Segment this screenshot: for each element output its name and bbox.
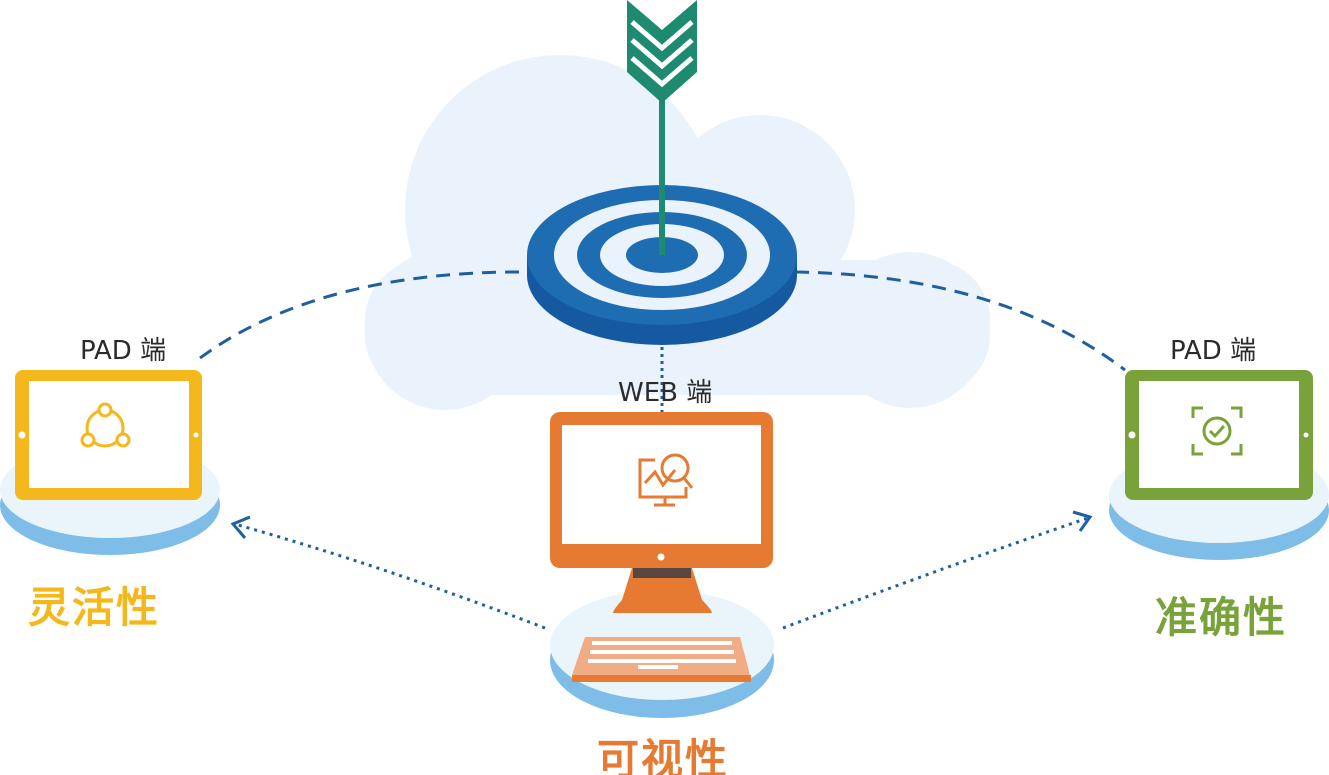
center-feature-label: 可视性 bbox=[597, 735, 730, 775]
left-tablet bbox=[15, 370, 202, 500]
right-tablet bbox=[1125, 370, 1313, 500]
arrow-icon bbox=[627, 0, 697, 255]
web-monitor bbox=[550, 412, 773, 682]
left-feature-label: 灵活性 bbox=[28, 583, 161, 632]
dotted-arrow-left bbox=[230, 515, 546, 630]
left-device-label: PAD 端 bbox=[80, 336, 167, 366]
cloud-background bbox=[365, 55, 990, 410]
right-device-label: PAD 端 bbox=[1170, 336, 1257, 366]
dotted-arrow-right bbox=[782, 510, 1093, 630]
share-nodes-icon bbox=[80, 402, 131, 448]
center-device-label: WEB 端 bbox=[618, 378, 713, 408]
scan-check-icon bbox=[1191, 406, 1243, 456]
dashed-arc-right bbox=[794, 270, 1126, 372]
chart-search-icon bbox=[638, 453, 694, 507]
right-feature-label: 准确性 bbox=[1155, 593, 1288, 642]
